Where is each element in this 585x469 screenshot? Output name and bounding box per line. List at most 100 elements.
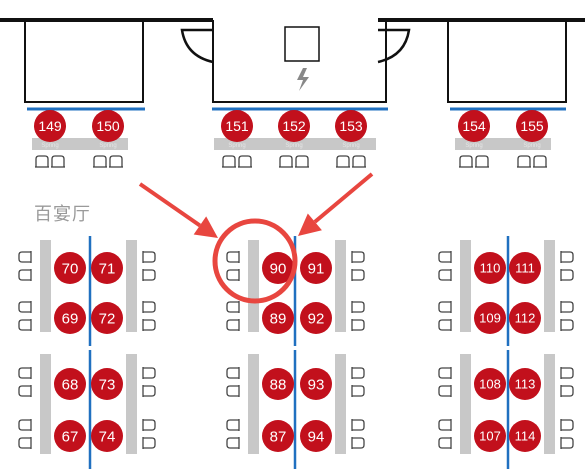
chair-icon <box>226 301 240 313</box>
side-table <box>126 354 137 454</box>
chair-icon <box>142 367 156 379</box>
booth-110[interactable]: 110 <box>474 252 506 284</box>
booth-151[interactable]: 151 <box>221 110 253 142</box>
booth-73[interactable]: 73 <box>91 368 123 400</box>
booth-number: 151 <box>225 118 249 134</box>
booth-90[interactable]: 90 <box>262 252 294 284</box>
booth-107[interactable]: 107 <box>474 420 506 452</box>
chair-icon <box>142 437 156 449</box>
booth-113[interactable]: 113 <box>509 368 541 400</box>
chair-icon <box>226 385 240 397</box>
chair-icon <box>18 301 32 313</box>
booth-93[interactable]: 93 <box>300 368 332 400</box>
booth-circle <box>91 368 123 400</box>
chair-icon <box>336 155 350 168</box>
booth-67[interactable]: 67 <box>54 420 86 452</box>
side-table <box>460 354 471 454</box>
chair-icon <box>438 251 452 263</box>
booth-70[interactable]: 70 <box>54 252 86 284</box>
booth-number: 113 <box>515 377 536 392</box>
booth-circle <box>516 110 548 142</box>
booth-87[interactable]: 87 <box>262 420 294 452</box>
block-center-tables <box>248 240 346 454</box>
booth-92[interactable]: 92 <box>300 302 332 334</box>
booth-111[interactable]: 111 <box>509 252 541 284</box>
side-table <box>126 240 137 332</box>
booth-circle <box>474 420 506 452</box>
booth-number: 94 <box>308 428 325 445</box>
chair-icon <box>226 251 240 263</box>
side-table <box>40 354 51 454</box>
booth-71[interactable]: 71 <box>91 252 123 284</box>
table-center <box>214 138 376 150</box>
booth-149[interactable]: 149 <box>34 110 66 142</box>
chair-icon <box>18 437 32 449</box>
booth-number: 88 <box>270 376 287 393</box>
booth-153[interactable]: 153 <box>335 110 367 142</box>
booth-154[interactable]: 154 <box>458 110 490 142</box>
chair-icon <box>109 155 123 168</box>
chair-icon <box>351 251 365 263</box>
side-table <box>544 354 555 454</box>
booth-152[interactable]: 152 <box>278 110 310 142</box>
booth-number: 114 <box>515 429 536 444</box>
door-right <box>377 28 411 64</box>
booth-circle <box>91 252 123 284</box>
table-caption: Spring <box>41 143 58 149</box>
booth-91[interactable]: 91 <box>300 252 332 284</box>
booth-72[interactable]: 72 <box>91 302 123 334</box>
booth-number: 155 <box>520 118 544 134</box>
booth-circle <box>300 302 332 334</box>
booth-88[interactable]: 88 <box>262 368 294 400</box>
booth-68[interactable]: 68 <box>54 368 86 400</box>
booth-155[interactable]: 155 <box>516 110 548 142</box>
booth-number: 90 <box>270 260 287 277</box>
chair-icon <box>222 155 236 168</box>
chair-icon <box>351 419 365 431</box>
booth-number: 91 <box>308 260 325 277</box>
booth-circle <box>54 252 86 284</box>
side-table <box>248 240 259 332</box>
chair-icon <box>93 155 107 168</box>
booth-number: 112 <box>515 311 536 326</box>
booth-number: 152 <box>282 118 306 134</box>
block-left-tables <box>40 240 137 454</box>
booth-74[interactable]: 74 <box>91 420 123 452</box>
chair-icon <box>142 301 156 313</box>
booth-circle <box>221 110 253 142</box>
chair-icon <box>142 319 156 331</box>
booth-150[interactable]: 150 <box>92 110 124 142</box>
side-table <box>40 240 51 332</box>
chair-icon <box>560 419 574 431</box>
chair-icon <box>351 269 365 281</box>
booth-number: 74 <box>99 428 116 445</box>
booth-circle <box>262 252 294 284</box>
booth-number: 110 <box>480 261 501 276</box>
booth-number: 68 <box>62 376 79 393</box>
chair-icon <box>438 437 452 449</box>
booth-109[interactable]: 109 <box>474 302 506 334</box>
table-caption: Spring <box>228 143 245 149</box>
booth-circle <box>92 110 124 142</box>
booth-circle <box>509 302 541 334</box>
booth-112[interactable]: 112 <box>509 302 541 334</box>
chair-icon <box>18 419 32 431</box>
chair-icon <box>51 155 65 168</box>
chair-icon <box>560 301 574 313</box>
chair-icon <box>560 367 574 379</box>
booth-108[interactable]: 108 <box>474 368 506 400</box>
booth-69[interactable]: 69 <box>54 302 86 334</box>
booth-number: 89 <box>270 310 287 327</box>
booth-94[interactable]: 94 <box>300 420 332 452</box>
chair-icon <box>142 269 156 281</box>
booth-circle <box>474 252 506 284</box>
chair-icon <box>18 251 32 263</box>
booth-number: 149 <box>38 118 62 134</box>
door-left <box>180 28 214 64</box>
chair-icon <box>475 155 489 168</box>
chair-icon <box>226 419 240 431</box>
booth-89[interactable]: 89 <box>262 302 294 334</box>
booth-114[interactable]: 114 <box>509 420 541 452</box>
room-left <box>24 19 144 103</box>
table-caption: Spring <box>523 143 540 149</box>
